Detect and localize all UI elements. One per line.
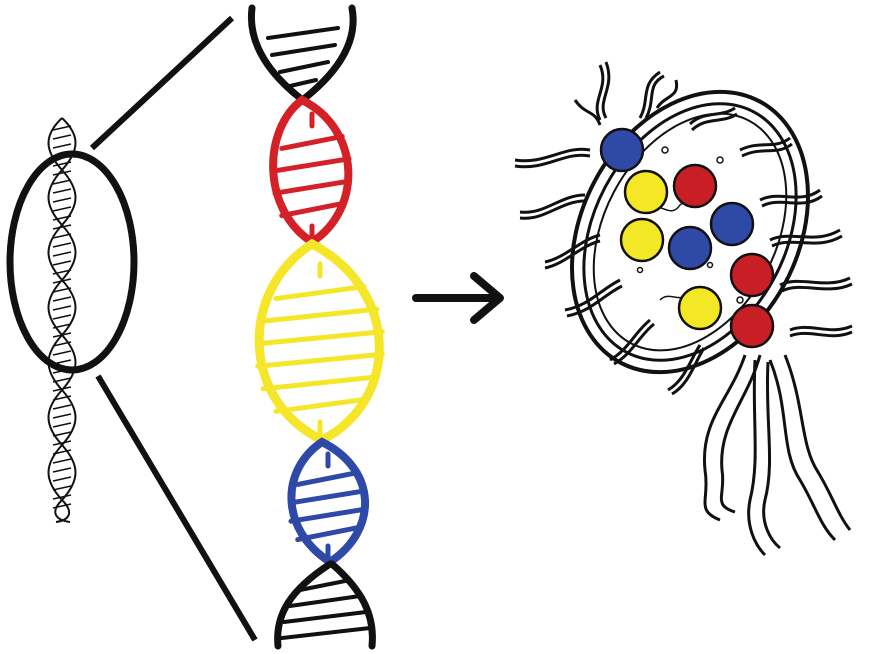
helix-rung: [52, 215, 72, 221]
dna-segment-black-bottom: [274, 560, 376, 650]
bacterium-pili: [514, 61, 853, 396]
helix-rung: [52, 413, 72, 419]
protein-dot-red: [729, 303, 775, 349]
dna-segment-black-top: [247, 4, 357, 102]
dna-rung: [260, 374, 380, 392]
helix-rung: [52, 287, 72, 293]
helix-rung: [52, 440, 72, 446]
helix-rung: [52, 161, 72, 167]
dna-rung: [288, 506, 368, 524]
protein-dot-red: [672, 163, 718, 209]
protein-dot-blue: [709, 201, 755, 247]
helix-rung: [52, 233, 72, 239]
helix-rung: [52, 503, 72, 509]
enlarged-dna-strand: [247, 4, 385, 650]
cell-wall-inner: [582, 102, 798, 362]
helix-rung: [52, 449, 72, 455]
dna-rung: [279, 201, 345, 219]
helix-rung: [52, 431, 72, 437]
helix-rung: [52, 476, 72, 482]
dna-rung: [260, 306, 380, 324]
helix-rung: [52, 305, 72, 311]
helix-rung: [52, 197, 72, 203]
helix-rung: [52, 314, 72, 320]
dna-rung: [255, 351, 385, 369]
helix-rung: [52, 341, 72, 347]
helix-rung: [52, 269, 72, 275]
helix-rung: [52, 296, 72, 302]
helix-rung: [52, 494, 72, 500]
helix-rung: [52, 323, 72, 329]
helix-rung: [52, 278, 72, 284]
helix-rung: [52, 224, 72, 230]
helix-rung: [52, 260, 72, 266]
helix-rung: [52, 386, 72, 392]
dna-rung: [255, 329, 385, 347]
protein-dots: [599, 127, 775, 349]
helix-rung: [52, 332, 72, 338]
helix-rung: [52, 458, 72, 464]
helix-rung: [52, 188, 72, 194]
protein-dot-blue: [667, 225, 713, 271]
helix-rung: [52, 377, 72, 383]
helix-rung: [52, 206, 72, 212]
helix-rung: [52, 125, 72, 131]
dna-rung: [279, 133, 345, 151]
dna-rung: [272, 156, 352, 174]
helix-rung: [52, 485, 72, 491]
protein-dot-red: [729, 252, 775, 298]
bacterium-flagella: [702, 354, 852, 557]
protein-dot-yellow: [619, 217, 665, 263]
protein-dot-yellow: [677, 285, 723, 331]
helix-rung: [52, 422, 72, 428]
helix-rung: [52, 143, 72, 149]
dna-rung: [295, 525, 361, 543]
dna-rung: [273, 396, 367, 414]
helix-rung: [52, 242, 72, 248]
zoom-line-top: [89, 15, 235, 151]
protein-dot-blue: [599, 127, 645, 173]
helix-rung: [52, 467, 72, 473]
dna-rung: [273, 284, 367, 302]
protein-dot-yellow: [623, 169, 669, 215]
dna-rung: [272, 178, 352, 196]
cell-wall-outer: [570, 89, 810, 375]
helix-rung: [52, 251, 72, 257]
dna-segment-red: [269, 95, 353, 247]
right-arrow-icon: [412, 272, 504, 324]
helix-rung: [52, 179, 72, 185]
dna-segment-yellow: [254, 238, 385, 446]
helix-rung: [52, 170, 72, 176]
dna-segment-blue: [287, 437, 369, 567]
small-dna-helix-icon: [47, 117, 77, 523]
helix-rung: [52, 395, 72, 401]
bacterium-cell-icon: [514, 61, 853, 557]
helix-rung: [52, 134, 72, 140]
dna-rung: [288, 488, 368, 506]
dna-rung: [295, 469, 361, 487]
helix-rung: [52, 350, 72, 356]
zoom-ellipse-icon: [6, 150, 138, 374]
zoom-line-bottom: [95, 374, 258, 642]
helix-rung: [52, 404, 72, 410]
